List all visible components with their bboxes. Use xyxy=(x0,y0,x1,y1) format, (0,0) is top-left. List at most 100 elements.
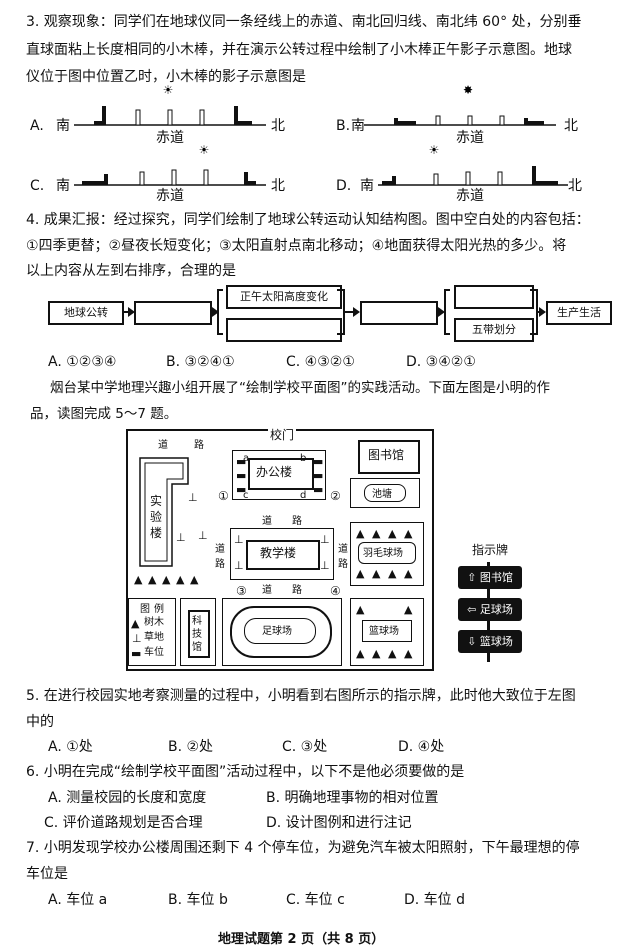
grass-icon: ⊥ xyxy=(234,533,244,546)
q3-option-a-equator: 赤道 xyxy=(156,130,184,146)
q4-option-c[interactable]: C. ④③②① xyxy=(286,354,355,370)
q7-option-c[interactable]: C. 车位 c xyxy=(286,892,345,908)
map-science-label-2: 技 xyxy=(192,629,202,640)
map-library xyxy=(358,440,420,474)
grass-icon: ⊥ xyxy=(320,533,330,546)
parking-b-label: b xyxy=(300,453,307,464)
q3-option-c-north: 北 xyxy=(271,178,285,194)
q3-option-d-letter: D. xyxy=(336,178,352,194)
left-arrow-icon: ⇦ xyxy=(467,603,477,616)
tree-icon: ▲ xyxy=(356,527,365,540)
page-footer: 地理试题第 2 页（共 8 页） xyxy=(218,932,385,947)
tree-icon: ▲ xyxy=(388,567,397,580)
map-road-label-right-1: 道 xyxy=(338,544,348,555)
marker-2: ② xyxy=(330,489,341,503)
up-arrow-icon: ⇧ xyxy=(467,571,477,584)
map-road-label-top-2: 路 xyxy=(194,440,204,451)
map-road-label-left-1: 道 xyxy=(215,544,225,555)
q3-option-d-north: 北 xyxy=(568,178,582,194)
q3-line1: 3. 观察现象：同学们在地球仪同一条经线上的赤道、南北回归线、南北纬 60° 处… xyxy=(26,14,582,30)
q7-option-b[interactable]: B. 车位 b xyxy=(168,892,228,908)
q4-option-d[interactable]: D. ③④②① xyxy=(406,354,476,370)
flow-arrow-3 xyxy=(345,307,360,317)
q7-option-d[interactable]: D. 车位 d xyxy=(404,892,466,908)
legend-title-1: 图 xyxy=(140,604,150,615)
q3-option-a-south: 南 xyxy=(56,118,70,134)
map-science-label-1: 科 xyxy=(192,616,202,627)
parking-a-label: a xyxy=(243,453,250,464)
q4-option-b[interactable]: B. ③②④① xyxy=(166,354,235,370)
flow-blank-2 xyxy=(226,318,342,342)
map-basketball-court xyxy=(362,620,412,642)
sign-football: ⇦ 足球场 xyxy=(458,598,522,621)
q3-option-c-south: 南 xyxy=(56,178,70,194)
tree-icon: ▲ xyxy=(162,573,171,586)
svg-text:✸: ✸ xyxy=(463,83,473,97)
q6-option-c[interactable]: C. 评价道路规划是否合理 xyxy=(44,815,203,831)
legend-tree-label: 树木 xyxy=(144,617,164,628)
q3-line2: 直球面粘上长度相同的小木棒，并在演示公转过程中绘制了小木棒正午影子示意图。地球 xyxy=(26,42,572,58)
map-pond xyxy=(364,484,406,502)
map-gate-label: 校门 xyxy=(268,425,297,445)
q6-option-b[interactable]: B. 明确地理事物的相对位置 xyxy=(266,790,439,806)
map-basketball-area xyxy=(350,598,424,666)
map-road-label-left-2: 路 xyxy=(215,559,225,570)
tree-icon: ▲ xyxy=(388,647,397,660)
map-science-building xyxy=(188,610,210,658)
q5-line1: 5. 在进行校园实地考察测量的过程中，小明看到右图所示的指示牌，此时他大致位于左… xyxy=(26,688,576,704)
q5-option-b[interactable]: B. ②处 xyxy=(168,739,214,755)
q3-option-c-equator: 赤道 xyxy=(156,188,184,204)
marker-1: ① xyxy=(218,489,229,503)
down-arrow-icon: ⇩ xyxy=(467,635,477,648)
q5-option-a[interactable]: A. ①处 xyxy=(48,739,93,755)
map-road-label-mid-1: 道 xyxy=(262,516,272,527)
map-football-label: 足球场 xyxy=(262,626,292,637)
legend-parking-label: 车位 xyxy=(144,647,164,658)
map-legend xyxy=(128,598,176,666)
parking-space-icon: ▬ xyxy=(313,455,324,468)
q6-option-d[interactable]: D. 设计图例和进行注记 xyxy=(266,815,412,831)
map-road-label-mid-2: 路 xyxy=(292,516,302,527)
flow-blank-1 xyxy=(134,301,212,325)
q5-option-d[interactable]: D. ④处 xyxy=(398,739,445,755)
q5-option-c[interactable]: C. ③处 xyxy=(282,739,328,755)
tree-icon: ▲ xyxy=(404,567,413,580)
q3-option-b-shadow-diagram: ✸ xyxy=(364,83,556,126)
map-badminton-label: 羽毛球场 xyxy=(363,548,403,559)
svg-text:☀: ☀ xyxy=(163,83,174,97)
q6-line1: 6. 小明在完成“绘制学校平面图”活动过程中，以下不是他必须要做的是 xyxy=(26,764,465,780)
flow-bracket-right-1 xyxy=(343,289,345,335)
grass-icon: ⊥ xyxy=(188,491,198,504)
tree-icon: ▲ xyxy=(148,573,157,586)
grass-icon: ⊥ xyxy=(234,559,244,572)
intro-line2: 品，读图完成 5～7 题。 xyxy=(30,406,178,422)
flow-sun-height-box: 正午太阳高度变化 xyxy=(226,285,342,309)
q6-option-a[interactable]: A. 测量校园的长度和宽度 xyxy=(48,790,207,806)
q3-option-c-shadow-diagram: ☀ xyxy=(74,143,266,186)
tree-icon: ▲ xyxy=(356,603,365,616)
q7-option-a[interactable]: A. 车位 a xyxy=(48,892,108,908)
map-office-building xyxy=(248,458,314,490)
q4-line3: 以上内容从左到右排序，合理的是 xyxy=(26,263,236,279)
q4-option-a[interactable]: A. ①②③④ xyxy=(48,354,117,370)
tree-icon: ▲ xyxy=(372,647,381,660)
grass-icon: ⊥ xyxy=(132,632,142,645)
tree-icon: ▲ xyxy=(388,527,397,540)
parking-space-icon: ▬ xyxy=(313,469,324,482)
tree-icon: ▲ xyxy=(404,603,413,616)
legend-title-2: 例 xyxy=(154,604,164,615)
map-science-label-3: 馆 xyxy=(192,642,202,653)
q3-option-b-equator: 赤道 xyxy=(456,130,484,146)
q3-option-a-north: 北 xyxy=(271,118,285,134)
grass-icon: ⊥ xyxy=(320,559,330,572)
tree-icon: ▲ xyxy=(372,567,381,580)
flow-end-box: 生产生活 xyxy=(546,301,612,325)
svg-text:☀: ☀ xyxy=(199,143,210,157)
sign-basketball: ⇩ 篮球场 xyxy=(458,630,522,653)
grass-icon: ⊥ xyxy=(198,529,208,542)
map-road-label-bottom-2: 路 xyxy=(292,585,302,596)
flow-blank-3 xyxy=(360,301,438,325)
q3-option-a-letter: A. xyxy=(30,118,44,134)
q7-line2: 车位是 xyxy=(26,866,68,882)
map-badminton-court xyxy=(358,542,416,564)
